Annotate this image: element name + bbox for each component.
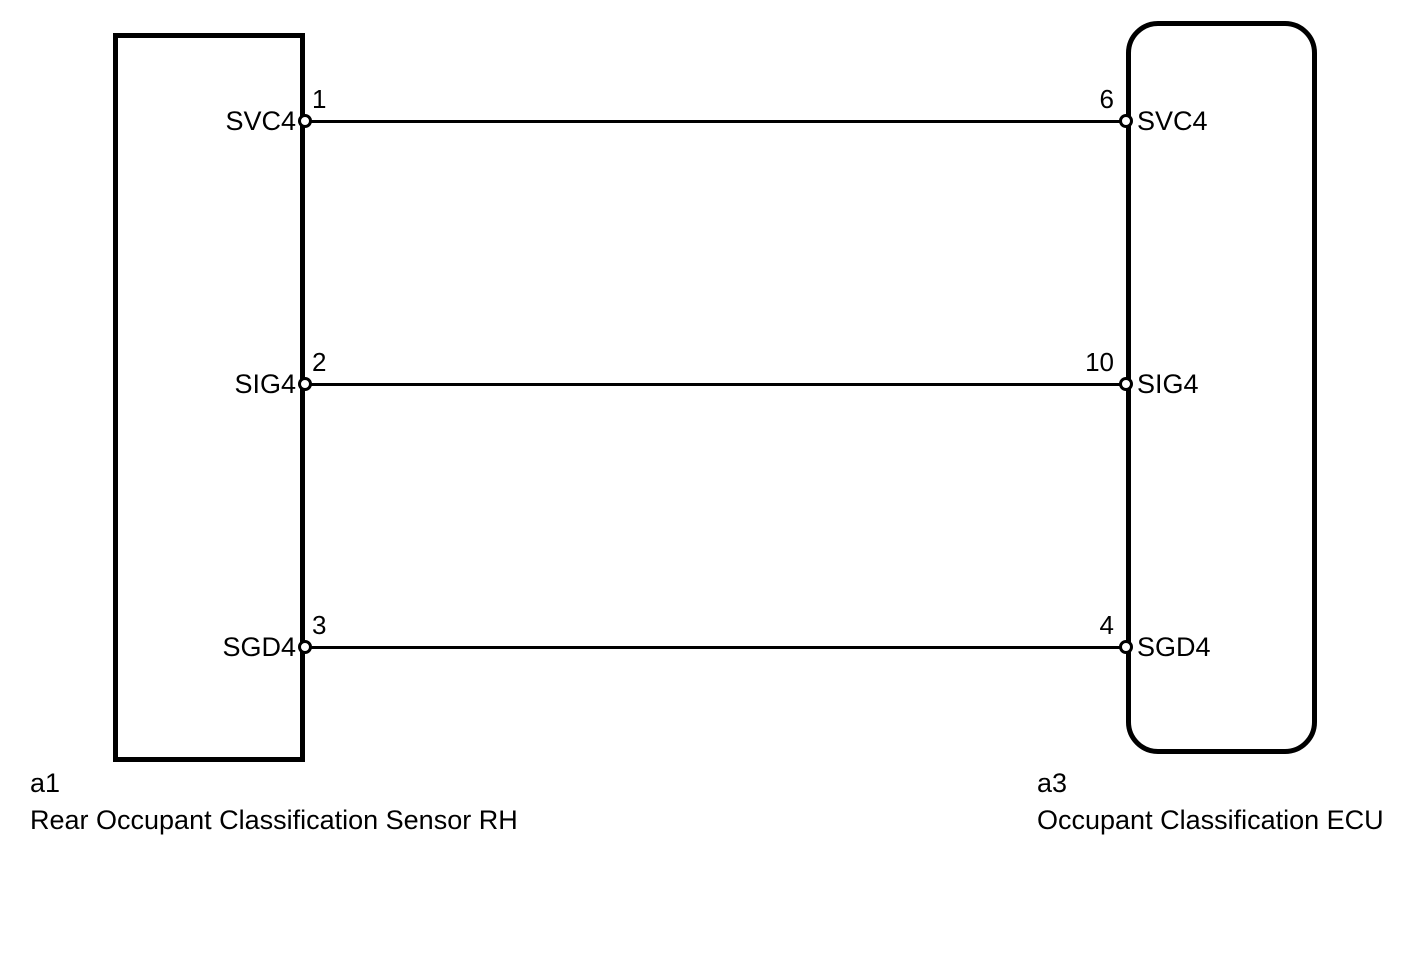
right-component-id: a3 [1037,768,1068,798]
left-pin-2-label: SIG4 [234,369,296,399]
right-pin-4-circle [1119,640,1133,654]
right-pin-6-label: SVC4 [1137,106,1208,136]
left-pin-2-circle [298,377,312,391]
right-component-caption: a3 Occupant Classification ECU [1037,765,1384,839]
right-pin-4-number: 4 [1099,610,1114,640]
left-pin-3-number: 3 [312,610,327,640]
right-pin-10-label: SIG4 [1137,369,1199,399]
left-pin-1-number: 1 [312,84,327,114]
right-pin-6-number: 6 [1099,84,1114,114]
wire-svc4 [305,120,1126,123]
left-component-id: a1 [30,768,61,798]
right-pin-4-label: SGD4 [1137,632,1211,662]
right-pin-6-circle [1119,114,1133,128]
left-pin-3-label: SGD4 [222,632,296,662]
right-pin-10-circle [1119,377,1133,391]
wire-sig4 [305,383,1126,386]
left-pin-3-circle [298,640,312,654]
wire-sgd4 [305,646,1126,649]
left-component-caption: a1 Rear Occupant Classification Sensor R… [30,765,518,839]
left-component-box [113,33,305,762]
right-pin-10-number: 10 [1085,347,1114,377]
left-pin-1-label: SVC4 [225,106,296,136]
left-pin-1-circle [298,114,312,128]
right-component-name: Occupant Classification ECU [1037,805,1384,835]
left-component-name: Rear Occupant Classification Sensor RH [30,805,518,835]
left-pin-2-number: 2 [312,347,327,377]
